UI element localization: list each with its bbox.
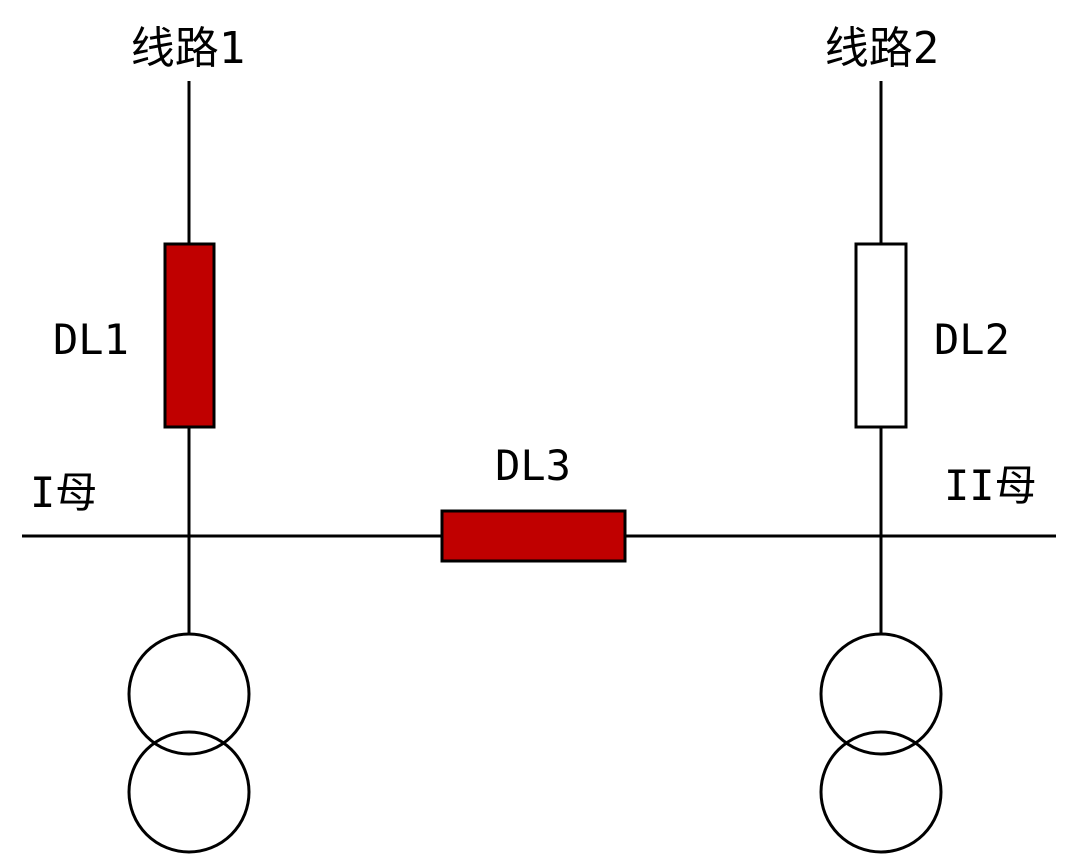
breaker-dl2-label: DL2 (934, 315, 1010, 364)
breaker-dl3[interactable] (440, 509, 627, 563)
breaker-dl2[interactable] (854, 242, 908, 429)
transformer-2-secondary-coil (819, 730, 943, 854)
breaker-dl1[interactable] (163, 242, 216, 429)
breaker-dl1-label: DL1 (53, 315, 129, 364)
transformer-1-secondary-coil (127, 730, 251, 854)
transformer-1-primary-coil (127, 632, 251, 756)
line2-label: 线路2 (825, 23, 940, 74)
transformer-2-primary-coil (819, 632, 943, 756)
transformer-1 (127, 632, 251, 854)
transformer-2 (819, 632, 943, 854)
line1-label: 线路1 (131, 23, 246, 74)
bus2-label: II母 (944, 461, 1037, 510)
bus1-label: I母 (30, 468, 97, 517)
breaker-dl3-label: DL3 (495, 441, 571, 490)
